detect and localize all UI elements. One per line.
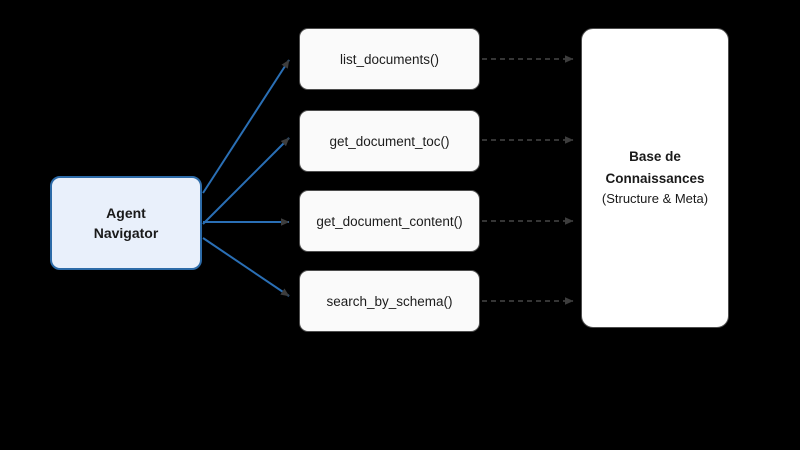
function-node-search-by-schema[interactable]: search_by_schema(): [299, 270, 480, 332]
function-node-list-documents[interactable]: list_documents(): [299, 28, 480, 90]
knowledge-base-title-line2: Connaissances: [605, 170, 705, 186]
function-node-label: get_document_toc(): [329, 133, 450, 149]
function-node-label: get_document_content(): [316, 213, 463, 229]
function-node-label: search_by_schema(): [326, 293, 453, 309]
function-node-label: list_documents(): [339, 51, 440, 67]
function-node-get-document-toc[interactable]: get_document_toc(): [299, 110, 480, 172]
edge-agent-to-search-by-schema: [202, 237, 290, 297]
knowledge-base-node[interactable]: Base de Connaissances (Structure & Meta): [581, 28, 729, 328]
knowledge-base-subtitle: (Structure & Meta): [601, 191, 709, 207]
function-node-get-document-content[interactable]: get_document_content(): [299, 190, 480, 252]
agent-navigator-label-line2: Navigator: [93, 225, 159, 241]
edge-agent-to-list-documents: [202, 59, 290, 194]
agent-navigator-node[interactable]: Agent Navigator: [50, 176, 202, 270]
edge-agent-to-get-document-toc: [202, 137, 290, 225]
knowledge-base-title-line1: Base de: [629, 149, 681, 164]
agent-navigator-label-line1: Agent: [106, 204, 146, 221]
